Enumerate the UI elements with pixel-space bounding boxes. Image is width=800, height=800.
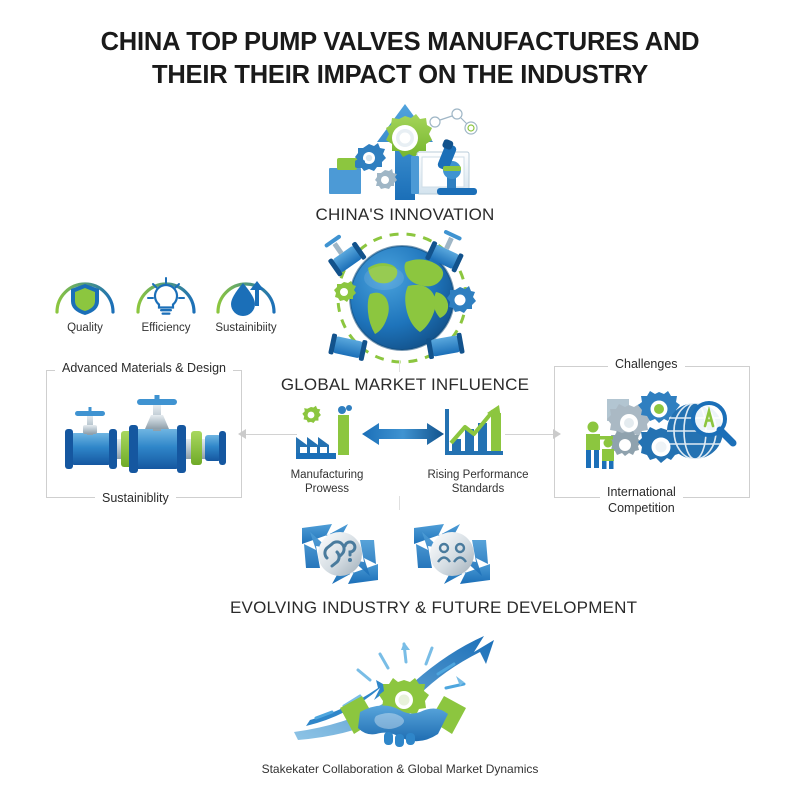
factory-caption: Manufacturing Prowess bbox=[280, 468, 374, 497]
connector-line-left bbox=[243, 434, 297, 435]
panel-right-bottom-line1: International bbox=[607, 485, 676, 499]
badge-efficiency: Efficiency bbox=[126, 268, 206, 334]
factory-caption-line1: Manufacturing bbox=[290, 469, 364, 481]
bar-chart-rising-arrow-icon bbox=[441, 403, 507, 461]
innovation-caption: CHINA'S INNOVATION bbox=[315, 205, 495, 224]
badge-quality-label: Quality bbox=[67, 322, 103, 334]
handshake-gear-rising-arrows-icon bbox=[288, 630, 518, 754]
connector-spine-bottom bbox=[399, 496, 400, 510]
connector-line-right bbox=[505, 434, 555, 435]
growth-caption-line1: Rising Performance bbox=[427, 469, 529, 481]
badge-sustainability-label: Sustainibiity bbox=[215, 322, 277, 334]
connector-arrow-left-icon bbox=[238, 429, 246, 439]
globe-caption: GLOBAL MARKET INFLUENCE bbox=[280, 375, 530, 394]
cycle-icons-group bbox=[292, 512, 514, 596]
factory-caption-line2: Prowess bbox=[304, 483, 350, 496]
panel-right-top-label: Challenges bbox=[608, 357, 685, 373]
panel-right-bottom-label: International Competition bbox=[600, 485, 683, 517]
people-gears-globe-magnifier-icon bbox=[577, 387, 737, 479]
panel-right-bottom-line2: Competition bbox=[608, 500, 675, 515]
pipe-valve-icon bbox=[63, 393, 228, 479]
growth-caption: Rising Performance Standards bbox=[422, 468, 534, 497]
connector-arrow-right-icon bbox=[553, 429, 561, 439]
connector-spine-top bbox=[399, 360, 400, 372]
growth-caption-line2: Standards bbox=[451, 483, 505, 496]
double-headed-arrow-icon bbox=[362, 421, 444, 447]
panel-left-bottom-label: Sustainiblity bbox=[95, 491, 176, 507]
stakeholder-caption: Stakekater Collaboration & Global Market… bbox=[261, 762, 539, 776]
badge-sustainability: Sustainibiity bbox=[198, 268, 294, 334]
globe-with-valves-icon bbox=[310, 228, 495, 373]
page-title: CHINA TOP PUMP VALVES MANUFACTURES AND T… bbox=[100, 28, 700, 89]
innovation-arrow-gears-microscope-icon bbox=[325, 96, 485, 200]
evolving-caption: EVOLVING INDUSTRY & FUTURE DEVELOPMENT bbox=[230, 598, 638, 617]
panel-left-top-label: Advanced Materials & Design bbox=[55, 361, 233, 377]
factory-icon bbox=[294, 405, 356, 461]
badge-efficiency-label: Efficiency bbox=[141, 322, 191, 334]
panel-advanced-materials bbox=[46, 370, 242, 498]
panel-challenges bbox=[554, 366, 750, 498]
badge-quality: Quality bbox=[45, 268, 125, 334]
